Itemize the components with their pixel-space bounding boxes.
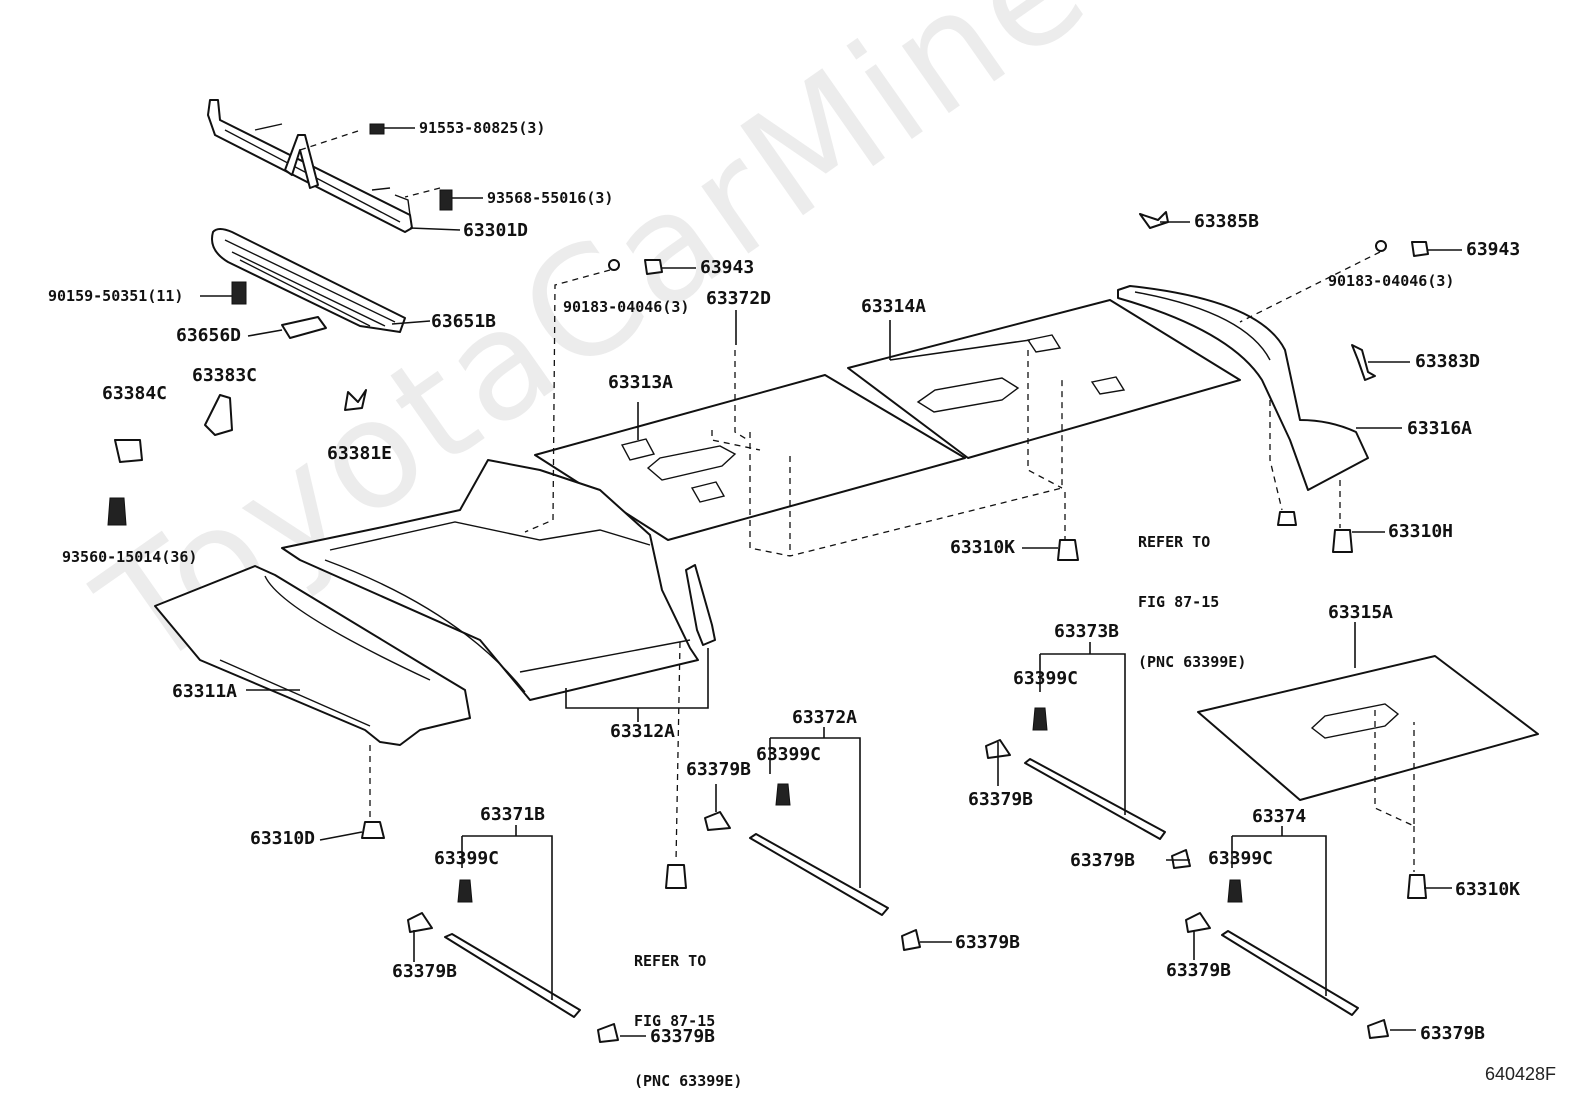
label-63379b-2: 63379B (650, 1026, 716, 1047)
label-63301d: 63301D (463, 220, 529, 241)
screw-icons (107, 123, 1429, 899)
bracket-63301d (207, 99, 413, 233)
label-63379b-3: 63379B (686, 759, 752, 780)
label-63372a: 63372A (792, 707, 858, 728)
label-63399c-4: 63399C (1208, 848, 1274, 869)
label-63316a: 63316A (1407, 418, 1473, 439)
label-63379b-8: 63379B (1420, 1023, 1486, 1044)
note-refer-center-line-1: REFER TO (634, 952, 707, 970)
label-63383d: 63383D (1415, 351, 1481, 372)
label-63310k-top: 63310K (950, 537, 1016, 558)
trim-63312a (281, 459, 716, 701)
label-63383c: 63383C (192, 365, 258, 386)
note-refer-right-line-2: FIG 87-15 (1138, 593, 1220, 611)
label-63313a: 63313A (608, 372, 674, 393)
pad-63656d (281, 316, 327, 339)
label-63373b: 63373B (1054, 621, 1120, 642)
note-refer-center: REFER TO FIG 87-15 (PNC 63399E) (634, 911, 742, 1099)
label-63372d: 63372D (706, 288, 772, 309)
label-63385b: 63385B (1194, 211, 1260, 232)
trim-63311a (154, 565, 471, 746)
note-refer-center-line-2: FIG 87-15 (634, 1012, 716, 1030)
label-63315a: 63315A (1328, 602, 1394, 623)
label-63399c-3: 63399C (1013, 668, 1079, 689)
label-91553-80825: 91553-80825(3) (419, 119, 546, 137)
label-63384c: 63384C (102, 383, 168, 404)
label-63314a: 63314A (861, 296, 927, 317)
label-63310d: 63310D (250, 828, 316, 849)
label-63374: 63374 (1252, 806, 1307, 827)
label-93568-55016: 93568-55016(3) (487, 189, 614, 207)
label-63379b-7: 63379B (1166, 960, 1232, 981)
label-63310h: 63310H (1388, 521, 1454, 542)
note-refer-right-line-3: (PNC 63399E) (1138, 653, 1247, 671)
panel-63651b (211, 228, 406, 333)
label-63399c-1: 63399C (434, 848, 500, 869)
label-63312a: 63312A (610, 721, 676, 742)
label-63399c-2: 63399C (756, 744, 822, 765)
headliner-63314a (847, 299, 1241, 459)
note-refer-right: REFER TO FIG 87-15 (PNC 63399E) (1138, 492, 1246, 712)
leader-lines (200, 127, 1462, 1037)
label-93560-15014: 93560-15014(36) (62, 548, 198, 566)
label-63651b: 63651B (431, 311, 497, 332)
label-63381e: 63381E (327, 443, 393, 464)
label-63943-left: 63943 (700, 257, 755, 278)
label-63310k-bottom: 63310K (1455, 879, 1521, 900)
note-refer-right-line-1: REFER TO (1138, 533, 1211, 551)
label-90183-04046-right: 90183-04046(3) (1328, 272, 1455, 290)
label-63379b-6: 63379B (1070, 850, 1136, 871)
label-63379b-1: 63379B (392, 961, 458, 982)
label-63379b-5: 63379B (968, 789, 1034, 810)
label-63371b: 63371B (480, 804, 546, 825)
note-refer-center-line-3: (PNC 63399E) (634, 1072, 743, 1090)
label-90183-04046-left: 90183-04046(3) (563, 298, 690, 316)
label-90159-50351: 90159-50351(11) (48, 287, 184, 305)
end-clips (407, 707, 1389, 1043)
side-rails (444, 758, 1359, 1018)
dashed-lines (299, 130, 1415, 872)
label-63311a: 63311A (172, 681, 238, 702)
label-63379b-4: 63379B (955, 932, 1021, 953)
headliner-63315a (1197, 655, 1539, 801)
label-63656d: 63656D (176, 325, 242, 346)
trim-63316a (1117, 285, 1369, 491)
figure-code: 640428F (1484, 1064, 1556, 1084)
label-63943-right: 63943 (1466, 239, 1521, 260)
